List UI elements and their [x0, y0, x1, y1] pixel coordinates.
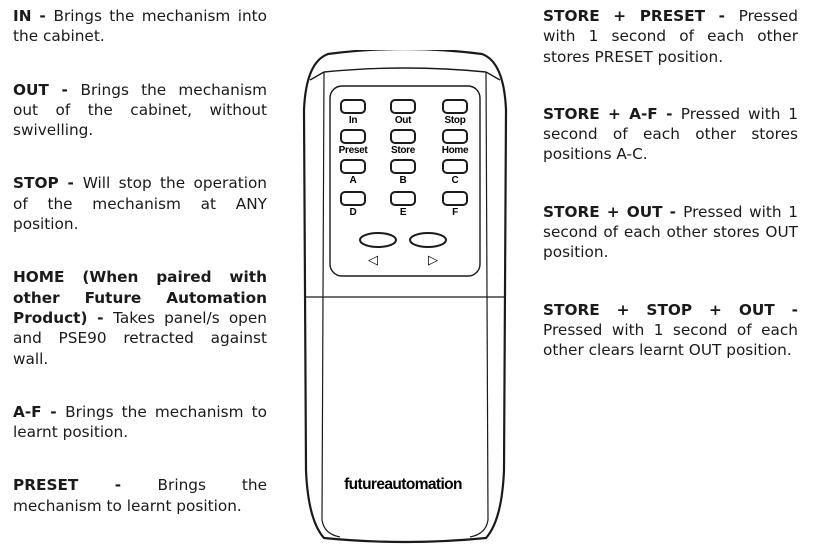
left-descriptions: IN - Brings the mechanism into the cabin…	[13, 6, 267, 549]
remote-button-c[interactable]	[442, 159, 468, 174]
remote-button-preset[interactable]	[340, 129, 366, 144]
desc-stop: STOP - Will stop the operation of the me…	[13, 174, 267, 234]
remote-button-out[interactable]	[390, 99, 416, 114]
left-oval-button[interactable]	[359, 232, 397, 248]
remote-button-label-d: D	[350, 207, 357, 218]
right-oval-button[interactable]	[409, 232, 447, 248]
remote-button-e[interactable]	[390, 191, 416, 206]
remote-button-label-home: Home	[442, 145, 469, 156]
desc-out: OUT - Brings the mechanism out of the ca…	[13, 80, 267, 140]
remote-button-label-preset: Preset	[339, 145, 369, 156]
remote-button-label-out: Out	[395, 115, 412, 126]
remote-button-label-stop: Stop	[444, 115, 465, 126]
remote-corner-bl	[321, 519, 341, 538]
left-arrow-icon: ◁	[368, 253, 378, 268]
desc-preset: PRESET - Brings the mechanism to learnt …	[13, 476, 267, 515]
remote-button-f[interactable]	[442, 191, 468, 206]
desc-store-a-f: STORE + A-F - Pressed with 1 second of e…	[543, 104, 798, 164]
remote-bevel-right	[485, 71, 501, 81]
remote-corner-br	[469, 519, 489, 538]
right-descriptions: STORE + PRESET - Pressed with 1 second o…	[543, 6, 798, 398]
remote-button-stop[interactable]	[442, 99, 468, 114]
desc-store-out: STORE + OUT - Pressed with 1 second of e…	[543, 202, 798, 262]
desc-in: IN - Brings the mechanism into the cabin…	[13, 7, 267, 46]
remote-button-label-store: Store	[391, 145, 416, 156]
remote-button-label-c: C	[452, 175, 459, 186]
remote-button-label-a: A	[350, 175, 357, 186]
remote-side-left	[321, 71, 325, 521]
desc-a-f: A-F - Brings the mechanism to learnt pos…	[13, 402, 267, 442]
remote-button-b[interactable]	[390, 159, 416, 174]
desc-store-stop-out: STORE + STOP + OUT - Pressed with 1 seco…	[543, 300, 798, 360]
remote-bevel-top	[323, 67, 487, 73]
remote-button-label-b: B	[400, 175, 407, 186]
desc-home: HOME (When paired with other Future Auto…	[13, 268, 267, 368]
remote-button-label-f: F	[452, 207, 458, 218]
remote-button-a[interactable]	[340, 159, 366, 174]
remote-side-right	[485, 71, 489, 521]
remote-button-in[interactable]	[340, 99, 366, 114]
desc-store-preset: STORE + PRESET - Pressed with 1 second o…	[543, 7, 798, 66]
remote-button-d[interactable]	[340, 191, 366, 206]
remote-button-home[interactable]	[442, 129, 468, 144]
remote-bevel-left	[309, 71, 325, 81]
remote-button-label-in: In	[349, 115, 357, 126]
remote-button-label-e: E	[400, 207, 407, 218]
brand-logo: futureautomation	[344, 476, 462, 493]
right-arrow-icon: ▷	[428, 253, 438, 268]
remote-button-store[interactable]	[390, 129, 416, 144]
